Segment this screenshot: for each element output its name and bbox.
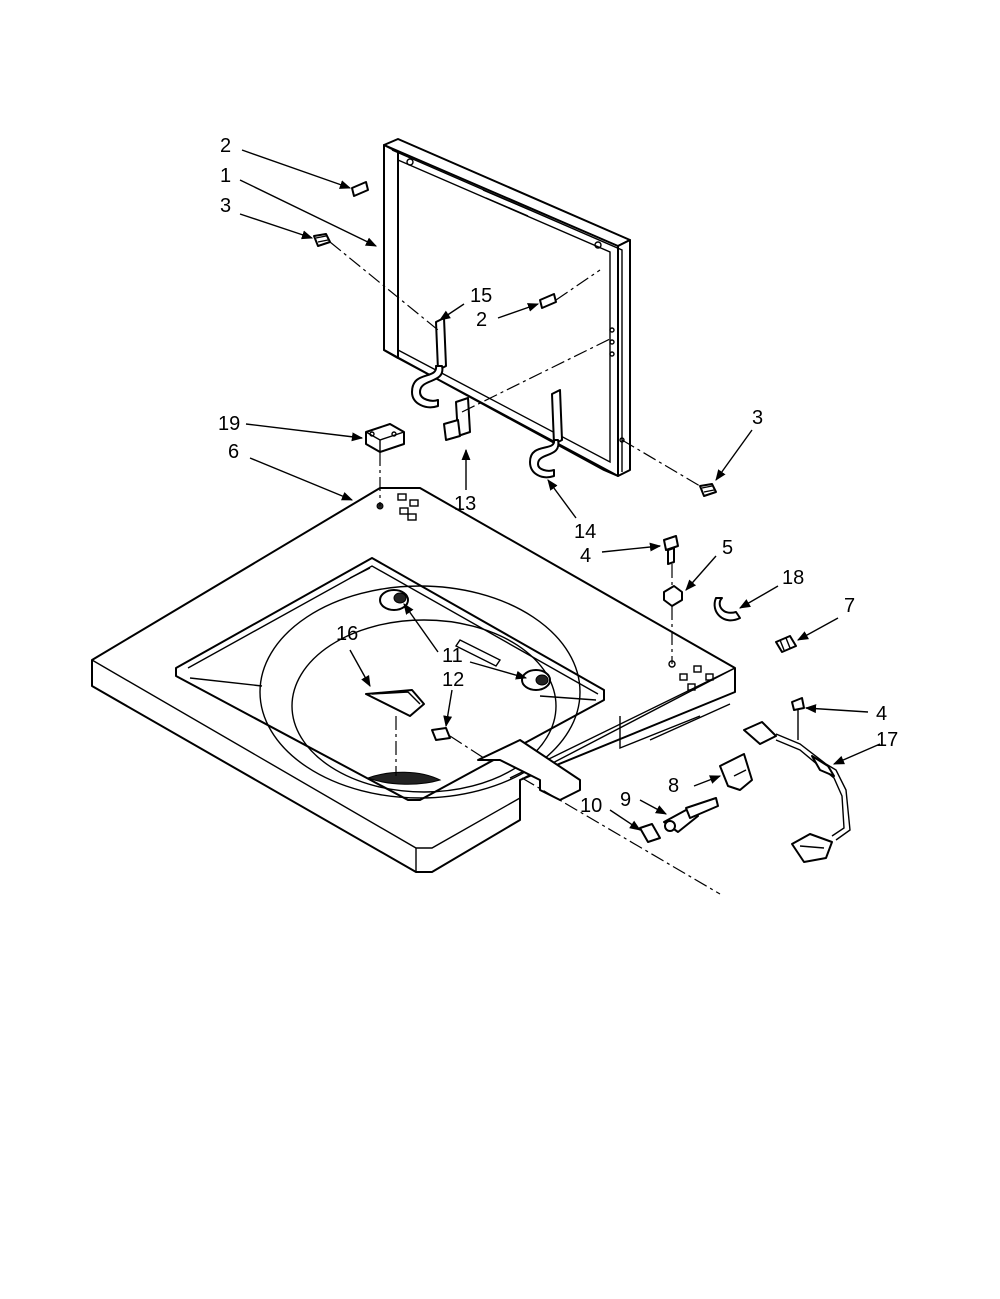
callout-18: 18 [782,567,804,589]
callout-1: 1 [220,165,231,187]
screw-right [699,483,717,497]
nut [663,585,683,607]
pin-upper [351,181,369,197]
callout-9: 9 [620,789,631,811]
callout-6: 6 [228,441,239,463]
callout-4-upper: 4 [580,545,591,567]
callout-16: 16 [336,623,358,645]
callout-4-lower: 4 [876,703,887,725]
top-panel [91,487,736,873]
screw-lower [791,697,805,740]
spring-clip [775,635,797,653]
callout-5: 5 [722,537,733,559]
screw-top [663,535,679,565]
switch-block [365,423,405,453]
callout-17: 17 [876,729,898,751]
callout-3-left: 3 [220,195,231,217]
callout-13: 13 [454,493,476,515]
screw-left [313,233,331,247]
callout-14: 14 [574,521,596,543]
callout-10: 10 [580,795,602,817]
leader-lines [239,149,881,831]
hinge-right [529,389,563,479]
screw-front [431,727,451,741]
callout-7: 7 [844,595,855,617]
actuator [663,797,719,833]
callout-8: 8 [668,775,679,797]
actuator-bracket [639,823,661,843]
lid-switch [719,753,753,791]
callout-labels: 2 1 3 15 2 19 6 3 13 14 4 5 18 7 16 11 1… [218,135,898,817]
callout-3-right: 3 [752,407,763,429]
clip [713,597,741,622]
hinge-bracket [443,397,471,441]
callout-15: 15 [470,285,492,307]
callout-2-middle: 2 [476,309,487,331]
pin-middle [539,293,557,309]
callout-19: 19 [218,413,240,435]
wire-harness [743,721,851,863]
hinge-left [411,317,447,409]
callout-11: 11 [442,645,463,667]
callout-2-upper: 2 [220,135,231,157]
callout-12: 12 [442,669,464,691]
lint-filter-cover [365,689,425,717]
bumper-left [379,589,409,611]
lid-frame [383,138,631,477]
bumper-right [521,669,551,691]
